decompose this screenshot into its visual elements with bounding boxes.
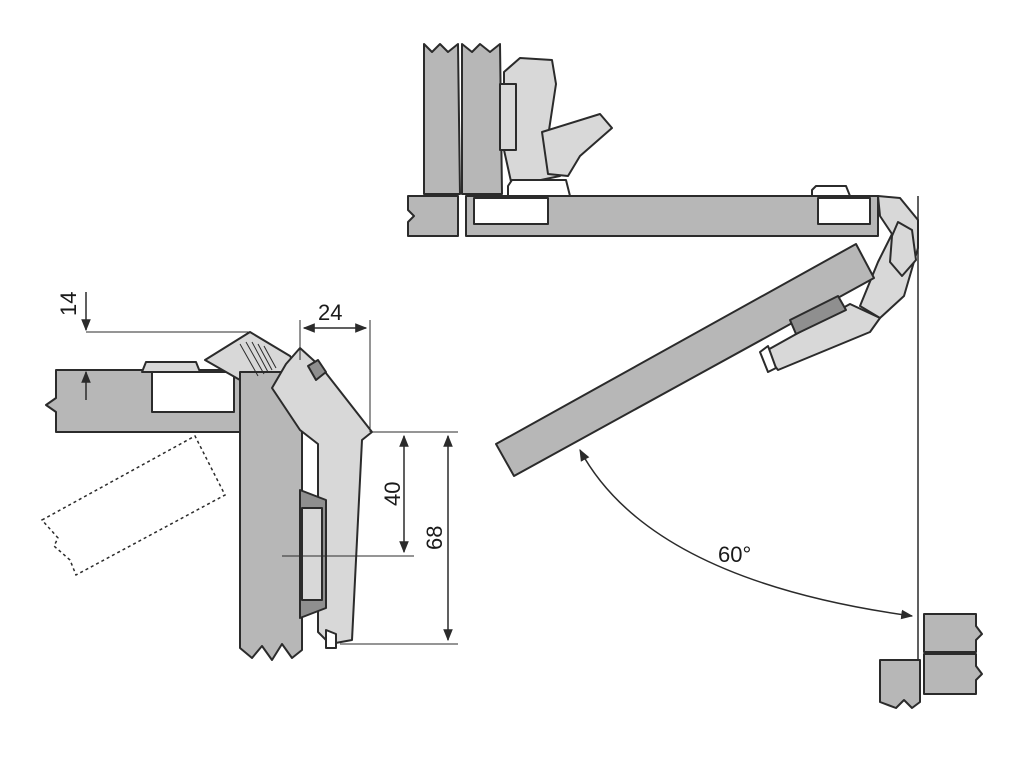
dimension-68-label: 68 bbox=[422, 526, 447, 550]
dimension-24-label: 24 bbox=[318, 300, 342, 325]
opening-angle-arc bbox=[579, 448, 914, 620]
hinge-open-cup bbox=[789, 295, 847, 335]
opening-angle-label: 60° bbox=[718, 542, 751, 567]
top-view: 60° bbox=[407, 43, 983, 709]
dimension-40-label: 40 bbox=[380, 482, 405, 506]
dimension-hinge-depth: 24 bbox=[299, 300, 371, 432]
hinge-cup-plate bbox=[301, 507, 323, 601]
shelf-panel bbox=[407, 195, 459, 237]
dimension-total-height: 68 bbox=[340, 434, 458, 645]
door-panel-open bbox=[495, 243, 875, 477]
side-section-view: 14 24 40 68 bbox=[40, 292, 458, 661]
dimension-14-label: 14 bbox=[56, 292, 81, 316]
hinge-top-plate bbox=[499, 83, 517, 151]
hinge-open-plate bbox=[759, 345, 777, 373]
side-panel-bottom-upper bbox=[923, 613, 983, 653]
door-open-ghost bbox=[40, 434, 227, 577]
door-panel-closed bbox=[465, 195, 879, 237]
hinge-ribbing bbox=[239, 341, 277, 377]
mounting-plate-recess bbox=[151, 371, 235, 413]
hinge-cap bbox=[307, 359, 327, 381]
hinge-corner-inner bbox=[889, 221, 917, 277]
mounting-plate-top bbox=[141, 361, 201, 373]
hinge-top-base bbox=[507, 179, 571, 197]
side-panel-bottom-left bbox=[879, 659, 921, 709]
cup-recess-left bbox=[473, 197, 549, 225]
side-panel-top-left bbox=[423, 43, 461, 195]
dimension-overlay-height: 14 bbox=[56, 292, 250, 400]
cup-recess-right bbox=[817, 197, 871, 225]
hinge-cap-right bbox=[811, 185, 851, 197]
side-panel-top-right bbox=[461, 43, 503, 195]
hinge-top-arm bbox=[541, 113, 613, 177]
side-panel-bottom-lower bbox=[923, 653, 983, 695]
hinge-screw bbox=[325, 629, 337, 649]
dimension-cup-offset: 40 bbox=[282, 431, 458, 557]
